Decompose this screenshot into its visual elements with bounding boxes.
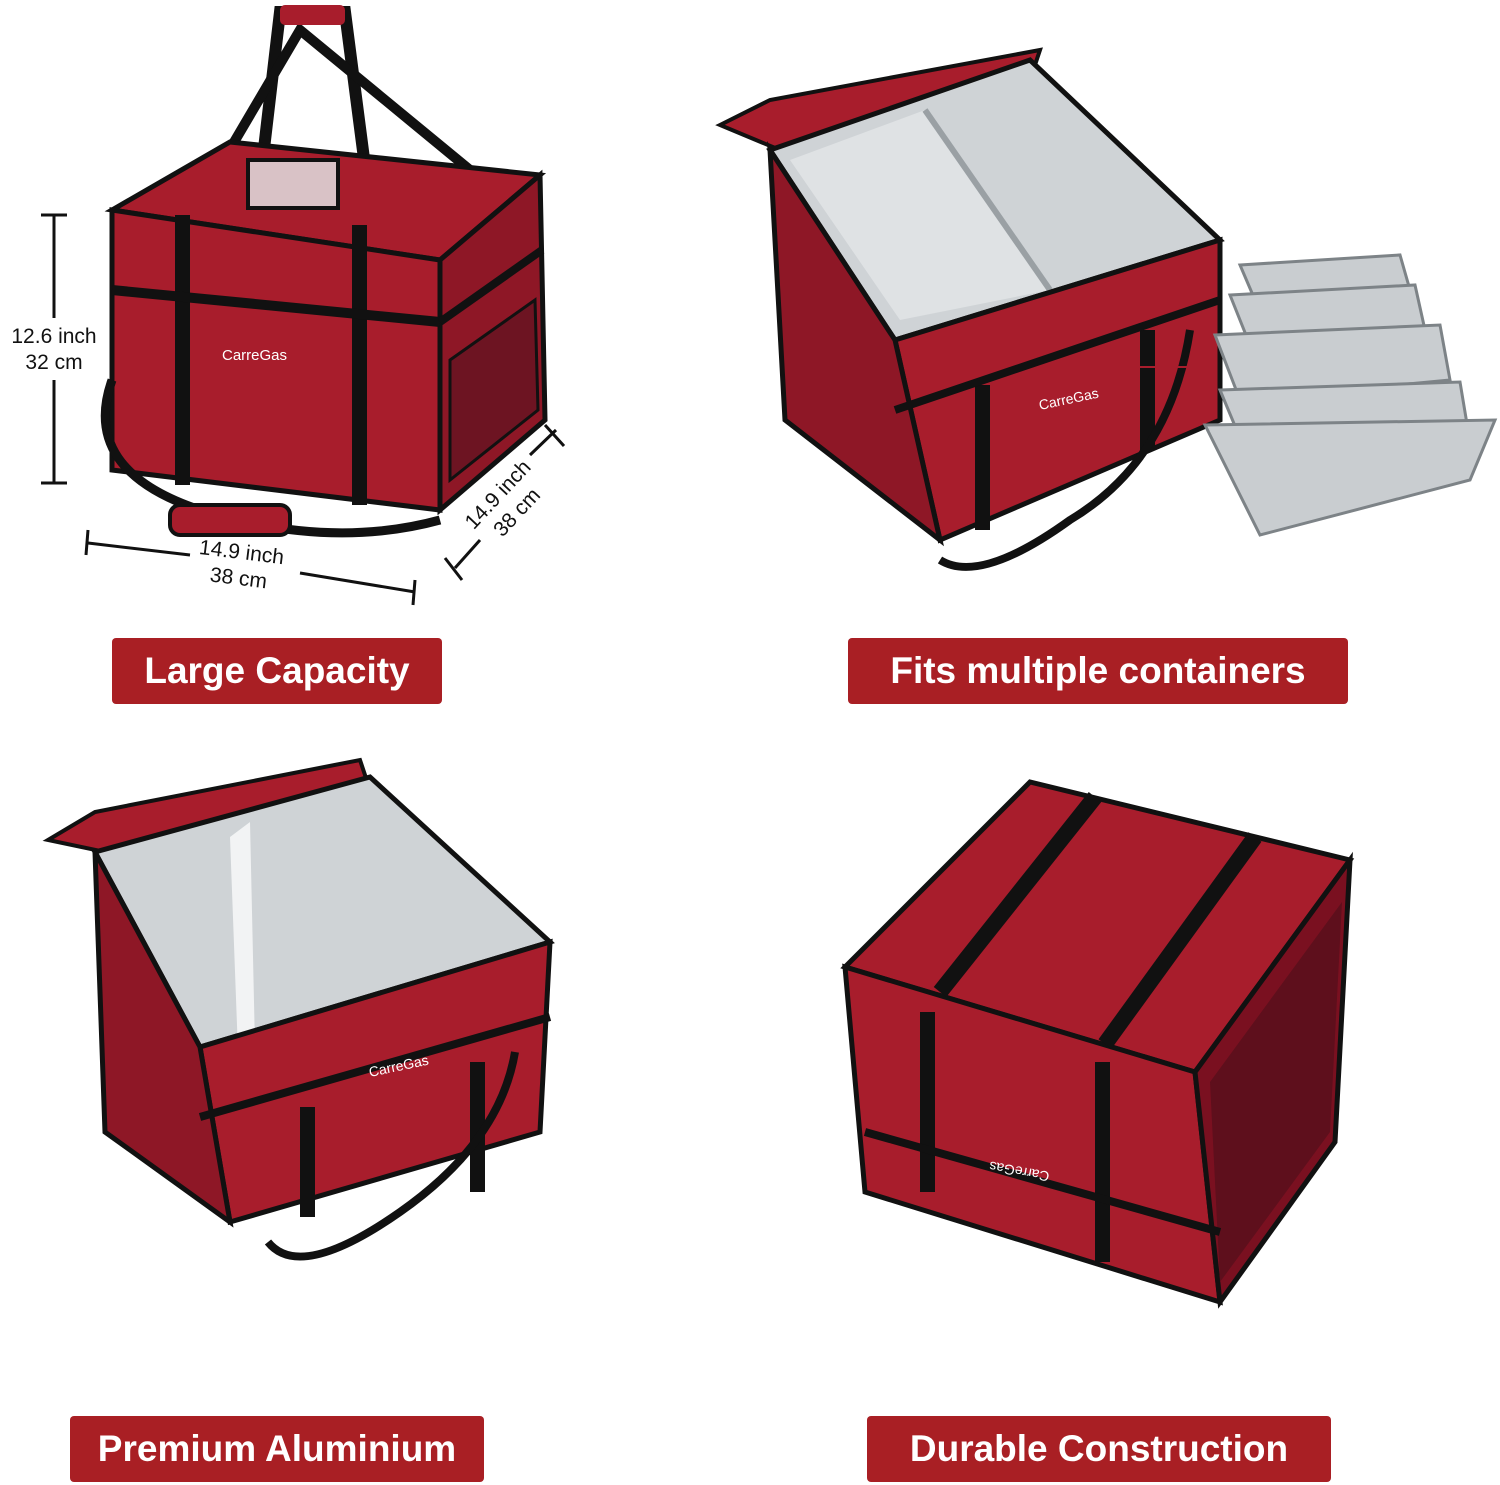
foil-containers bbox=[1202, 253, 1498, 537]
caption-large-capacity: Large Capacity bbox=[112, 638, 442, 704]
bag-closed-rear-illustration: CarreGas bbox=[840, 779, 1355, 1309]
panel-durable-construction: CarreGas Durable Construction bbox=[750, 742, 1500, 1485]
panel-premium-aluminium: CarreGas Premium Aluminium bbox=[0, 742, 750, 1485]
height-label: 12.6 inch 32 cm bbox=[0, 324, 108, 376]
caption-premium-aluminium: Premium Aluminium bbox=[70, 1416, 484, 1482]
bag-closed-illustration: CarreGas bbox=[41, 5, 566, 606]
panel-fits-containers: CarreGas Fits multiple containers bbox=[715, 0, 1500, 720]
height-inch-text: 12.6 inch bbox=[11, 325, 97, 348]
bag-open-with-containers-illustration: CarreGas bbox=[715, 47, 1498, 571]
height-cm-text: 32 cm bbox=[25, 351, 83, 374]
bag-open-foil-interior-illustration: CarreGas bbox=[42, 757, 555, 1261]
caption-fits-containers: Fits multiple containers bbox=[848, 638, 1348, 704]
caption-durable-construction: Durable Construction bbox=[867, 1416, 1331, 1482]
brand-logo: CarreGas bbox=[222, 347, 287, 364]
depth-dimension-line bbox=[453, 539, 482, 569]
width-dimension-line bbox=[87, 541, 191, 557]
panel-large-capacity: CarreGas 12.6 inch 32 cm 14.9 inch 38 cm… bbox=[0, 0, 750, 720]
